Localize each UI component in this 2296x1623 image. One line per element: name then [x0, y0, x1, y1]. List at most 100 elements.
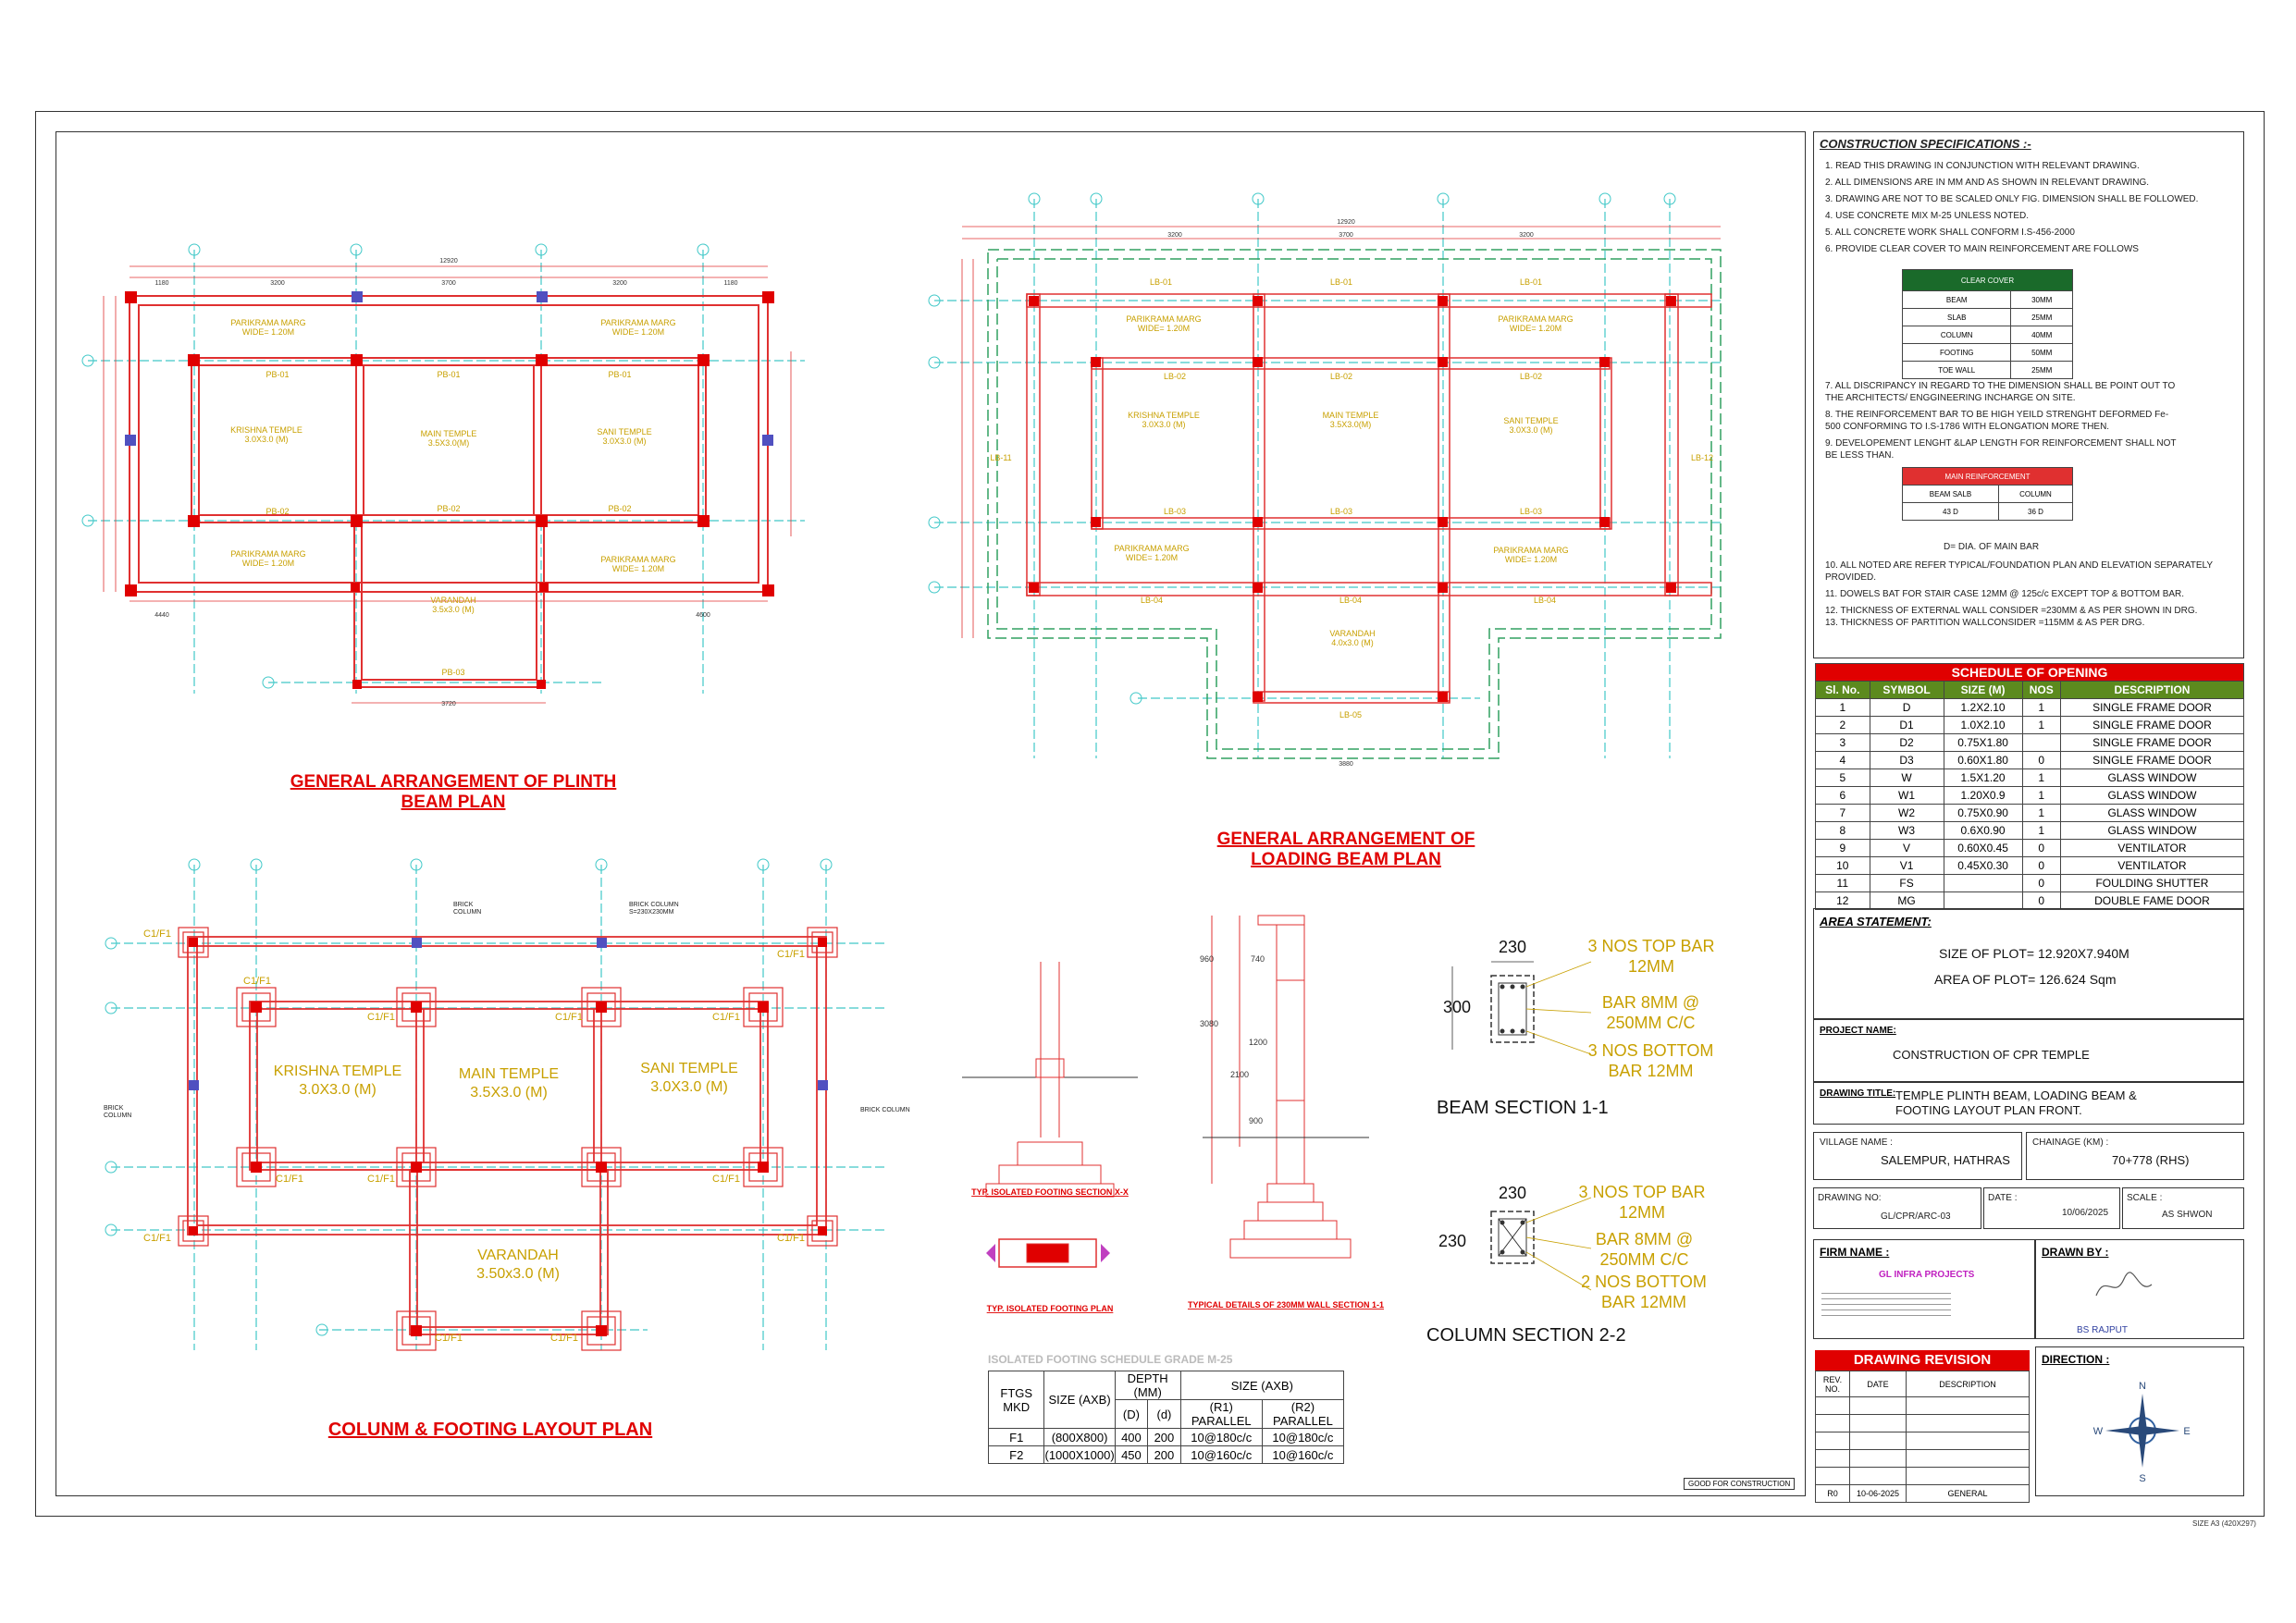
svg-text:1180: 1180 [154, 280, 168, 287]
svg-text:PARIKRAMA MARG: PARIKRAMA MARG [230, 549, 305, 559]
svg-text:C1/F1: C1/F1 [712, 1012, 740, 1023]
svg-text:PARIKRAMA MARG: PARIKRAMA MARG [1493, 546, 1568, 555]
opening-cell: 1.0X2.10 [1943, 716, 2023, 734]
svg-text:WIDE= 1.20M: WIDE= 1.20M [1126, 553, 1178, 562]
svg-text:3.5X3.0(M): 3.5X3.0(M) [1330, 420, 1372, 429]
cover-cell: 40MM [2010, 326, 2073, 344]
svg-text:3200: 3200 [1167, 232, 1182, 239]
opening-cell: 0 [2021, 856, 2061, 875]
svg-text:PARIKRAMA MARG: PARIKRAMA MARG [600, 318, 675, 327]
svg-text:C1/F1: C1/F1 [435, 1333, 463, 1344]
drawing-title-label: DRAWING TITLE: [1820, 1088, 1896, 1099]
opening-cell: 1 [2021, 786, 2061, 805]
village-name: SALEMPUR, HATHRAS [1881, 1153, 2010, 1167]
area-plot-size: SIZE OF PLOT= 12.920X7.940M [1939, 946, 2129, 961]
direction-label: DIRECTION : [2042, 1353, 2110, 1366]
opening-cell: D2 [1869, 733, 1944, 752]
footing-schedule-table: FTGS MKD SIZE (AXB) DEPTH (MM) SIZE (AXB… [987, 1371, 1345, 1464]
beam-section-width: 230 [1499, 938, 1526, 956]
spec-item: 7. ALL DISCRIPANCY IN REGARD TO THE DIME… [1825, 381, 2176, 403]
svg-text:MAIN TEMPLE: MAIN TEMPLE [1323, 411, 1379, 420]
svg-text:BRICK: BRICK [104, 1105, 124, 1112]
opening-cell: 0.60X0.45 [1943, 839, 2023, 857]
fs-cell: (800X800) [1043, 1428, 1116, 1446]
column-section-depth: 230 [1438, 1232, 1466, 1250]
svg-text:S=230X230MM: S=230X230MM [629, 909, 674, 916]
drawn-label: DRAWN BY : [2042, 1246, 2109, 1259]
spec-item: 8. THE REINFORCEMENT BAR TO BE HIGH YEIL… [1825, 410, 2169, 432]
typical-wall-section [1203, 915, 1369, 1259]
svg-text:PB-01: PB-01 [608, 370, 631, 379]
svg-text:C1/F1: C1/F1 [367, 1174, 395, 1185]
area-plot-area: AREA OF PLOT= 126.624 Sqm [1934, 972, 2117, 987]
fs-h-size: SIZE (AXB) [1043, 1371, 1116, 1429]
area-statement: AREA STATEMENT: SIZE OF PLOT= 12.920X7.9… [1813, 908, 2244, 1019]
svg-text:960: 960 [1200, 954, 1214, 964]
opening-cell: 0 [2021, 874, 2061, 892]
main-reinf-cell: 43 D [1902, 502, 1999, 521]
opening-cell: 9 [1815, 839, 1870, 857]
svg-text:WIDE= 1.20M: WIDE= 1.20M [1505, 555, 1557, 564]
column-section-title: COLUMN SECTION 2-2 [1426, 1325, 1626, 1346]
svg-text:3080: 3080 [1200, 1019, 1218, 1028]
firm-address-lines [1821, 1288, 1951, 1321]
svg-text:3720: 3720 [441, 701, 456, 707]
rev-cell: GENERAL [1906, 1484, 2030, 1503]
loading-title-1: GENERAL ARRANGEMENT OF [1217, 830, 1475, 849]
beam-stirrup-note: BAR 8MM @ 250MM C/C [1601, 993, 1700, 1032]
beam-section-1-1 [1451, 961, 1592, 1055]
column-section-width: 230 [1499, 1184, 1526, 1202]
opening-cell: W3 [1869, 821, 1944, 840]
svg-text:SANI TEMPLE: SANI TEMPLE [597, 427, 651, 436]
opening-cell: 0.6X0.90 [1943, 821, 2023, 840]
scale-box: SCALE : AS SHWON [2122, 1187, 2244, 1229]
svg-text:LB-01: LB-01 [1330, 277, 1352, 287]
spec-item: 2. ALL DIMENSIONS ARE IN MM AND AS SHOWN… [1825, 178, 2150, 188]
beam-bottom-note: 3 NOS BOTTOM BAR 12MM [1587, 1041, 1714, 1080]
drawing-no-label: DRAWING NO: [1818, 1193, 1882, 1203]
room-varandah: VARANDAH [477, 1248, 559, 1263]
rev-cell: R0 [1815, 1484, 1850, 1503]
svg-text:LB-01: LB-01 [1150, 277, 1172, 287]
fs-cell: 10@160c/c [1179, 1445, 1263, 1464]
svg-text:VARANDAH: VARANDAH [1329, 629, 1375, 638]
spec-item: 12. THICKNESS OF EXTERNAL WALL CONSIDER … [1825, 606, 2198, 616]
room-main-size: 3.5X3.0 (M) [470, 1085, 548, 1100]
footing-schedule-title: ISOLATED FOOTING SCHEDULE GRADE M-25 [988, 1353, 1233, 1366]
svg-text:3700: 3700 [441, 280, 456, 287]
opening-cell: GLASS WINDOW [2059, 768, 2245, 787]
project-label: PROJECT NAME: [1820, 1026, 1896, 1036]
svg-text:LB-12: LB-12 [1691, 453, 1713, 462]
specs-panel: CONSTRUCTION SPECIFICATIONS :- 1. READ T… [1813, 131, 2244, 658]
cover-cell: 30MM [2010, 290, 2073, 309]
opening-cell: SINGLE FRAME DOOR [2059, 733, 2245, 752]
opening-cell: 1 [2021, 698, 2061, 717]
room-main: MAIN TEMPLE [459, 1066, 559, 1082]
svg-text:LB-11: LB-11 [990, 453, 1011, 462]
cover-cell: BEAM [1901, 290, 2012, 309]
svg-text:3.0X3.0 (M): 3.0X3.0 (M) [602, 436, 646, 446]
svg-text:C1/F1: C1/F1 [712, 1174, 740, 1185]
fs-cell: 10@180c/c [1179, 1428, 1263, 1446]
svg-text:VARANDAH: VARANDAH [430, 596, 475, 605]
spec-item: 3. DRAWING ARE NOT TO BE SCALED ONLY FIG… [1825, 194, 2199, 204]
opening-cell: VENTILATOR [2059, 856, 2245, 875]
rev-cell: 10-06-2025 [1849, 1484, 1907, 1503]
svg-text:PB-01: PB-01 [265, 370, 289, 379]
svg-text:PARIKRAMA MARG: PARIKRAMA MARG [230, 318, 305, 327]
svg-text:LB-02: LB-02 [1330, 372, 1352, 381]
typical-footing-section [962, 962, 1138, 1268]
svg-text:900: 900 [1249, 1116, 1263, 1125]
svg-text:LB-04: LB-04 [1534, 596, 1556, 605]
svg-text:MAIN TEMPLE: MAIN TEMPLE [421, 429, 477, 438]
fs-h-depth: DEPTH (MM) [1114, 1371, 1181, 1400]
opening-cell: 4 [1815, 751, 1870, 769]
opening-cell: 0 [2021, 839, 2061, 857]
cover-cell: 25MM [2010, 361, 2073, 379]
firm-box: FIRM NAME : GL INFRA PROJECTS [1813, 1239, 2035, 1339]
